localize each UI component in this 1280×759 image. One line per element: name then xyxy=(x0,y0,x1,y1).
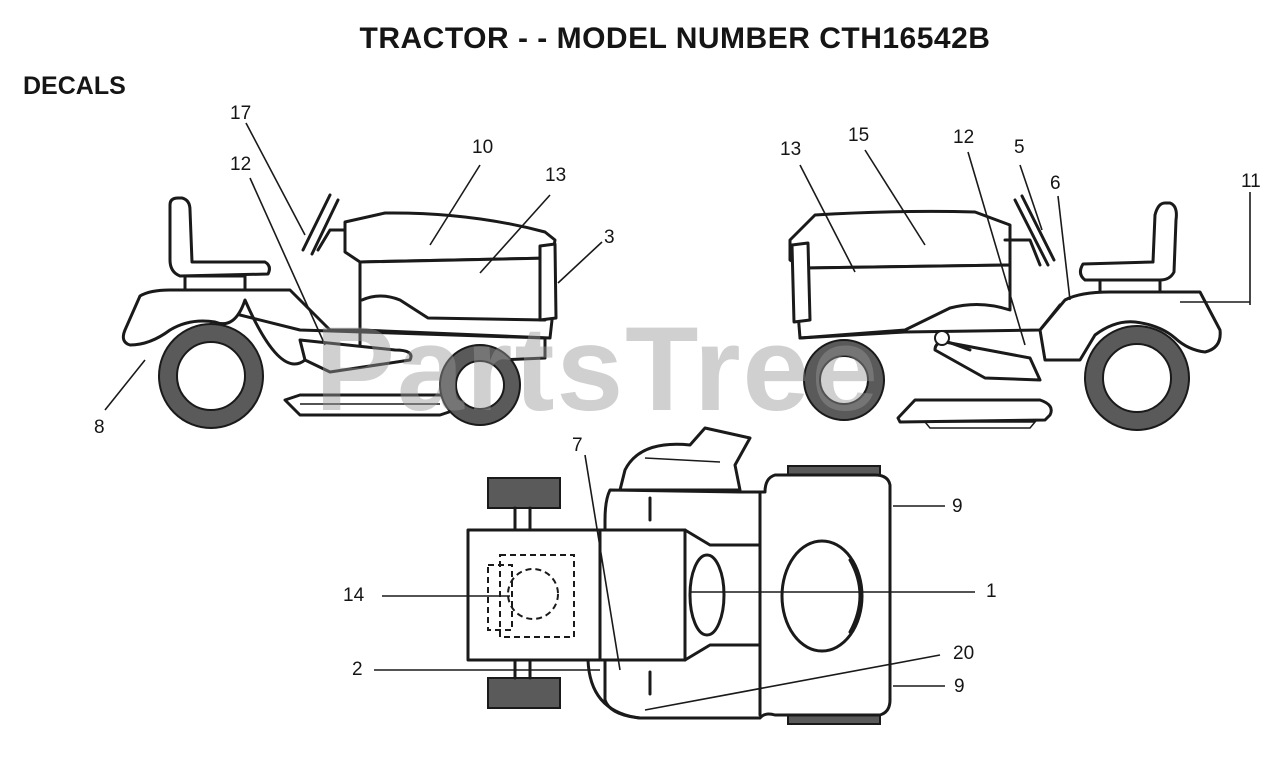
callout-left-3: 3 xyxy=(604,227,615,248)
parts-watermark: PartsTree xyxy=(315,302,881,436)
callout-right-5: 5 xyxy=(1014,137,1025,158)
callout-left-17: 17 xyxy=(230,103,252,124)
right-side-view xyxy=(788,149,1251,431)
callout-right-12: 12 xyxy=(953,127,975,148)
callout-left-8: 8 xyxy=(94,417,105,438)
callout-left-10: 10 xyxy=(472,137,494,158)
callout-left-12: 12 xyxy=(230,154,252,175)
callout-right-6: 6 xyxy=(1050,173,1061,194)
callout-right-13: 13 xyxy=(780,139,802,160)
callout-top-20: 20 xyxy=(953,643,975,664)
callout-top-7: 7 xyxy=(572,435,583,456)
callout-top-9b: 9 xyxy=(954,676,965,697)
top-view xyxy=(374,426,975,725)
callout-top-2: 2 xyxy=(352,659,363,680)
diagram-title: TRACTOR - - MODEL NUMBER CTH16542B xyxy=(359,22,991,55)
callout-right-11: 11 xyxy=(1241,171,1261,192)
callout-top-9a: 9 xyxy=(952,496,963,517)
left-side-view xyxy=(104,122,603,429)
section-heading: DECALS xyxy=(23,72,126,100)
callout-right-15: 15 xyxy=(848,125,870,146)
callout-top-14: 14 xyxy=(343,585,365,606)
callout-top-1: 1 xyxy=(986,581,997,602)
callout-left-13: 13 xyxy=(545,165,567,186)
